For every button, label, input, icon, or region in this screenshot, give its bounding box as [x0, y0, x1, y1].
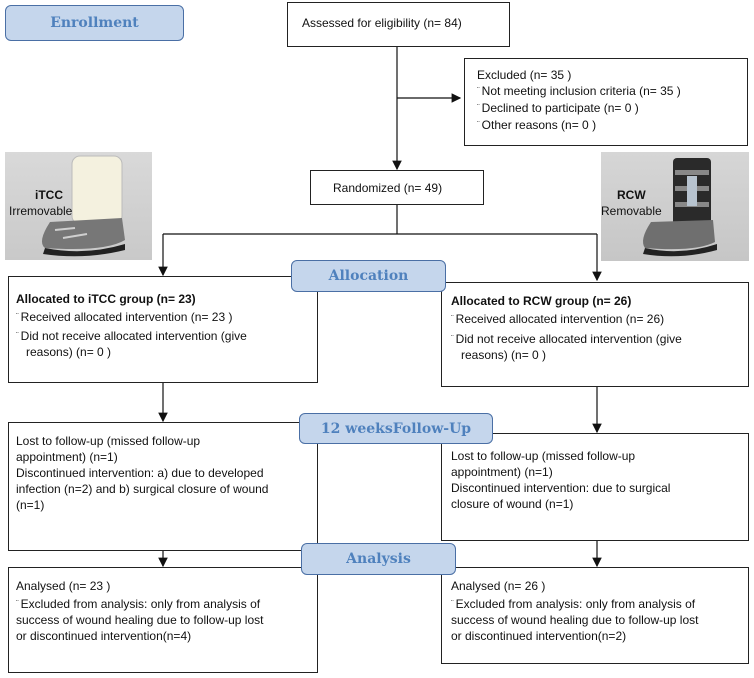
analysis-left-excluded-cont: success of wound healing due to follow-u…: [16, 613, 264, 627]
analysis-left-excluded: ¨Excluded from analysis: only from analy…: [16, 597, 261, 611]
rcw-type: Removable: [601, 204, 662, 218]
followup-left-box: Lost to follow-up (missed follow-up appo…: [8, 422, 318, 551]
alloc-right-received: ¨Received allocated intervention (n= 26): [451, 312, 665, 326]
enrollment-header: Enrollment: [5, 5, 184, 41]
analysis-right-excluded-cont: success of wound healing due to follow-u…: [451, 613, 699, 627]
followup-left-line: appointment) (n=1): [16, 450, 118, 464]
excluded-item: ¨Declined to participate (n= 0 ): [477, 101, 639, 115]
followup-right-line: Discontinued intervention: due to surgic…: [451, 481, 671, 495]
followup-right-line: appointment) (n=1): [451, 465, 553, 479]
allocation-left-box: Allocated to iTCC group (n= 23) ¨Receive…: [8, 276, 318, 383]
analysis-right-box: Analysed (n= 26 ) ¨Excluded from analysi…: [441, 567, 749, 664]
analysis-left-excluded-cont: or discontinued intervention(n=4): [16, 629, 192, 643]
alloc-left-not-received-cont: reasons) (n= 0 ): [26, 345, 112, 359]
followup-left-line: Lost to follow-up (missed follow-up: [16, 434, 201, 448]
analysis-header: Analysis: [301, 543, 456, 575]
analysis-right-analysed: Analysed (n= 26 ): [451, 579, 546, 593]
followup-header: 12 weeksFollow-Up: [299, 413, 493, 444]
followup-right-box: Lost to follow-up (missed follow-up appo…: [441, 433, 749, 541]
followup-right-line: closure of wound (n=1): [451, 497, 574, 511]
analysis-right-excluded: ¨Excluded from analysis: only from analy…: [451, 597, 696, 611]
followup-right-line: Lost to follow-up (missed follow-up: [451, 449, 636, 463]
itcc-name: iTCC: [35, 188, 63, 202]
followup-left-line: Discontinued intervention: a) due to dev…: [16, 466, 264, 480]
alloc-left-received: ¨Received allocated intervention (n= 23 …: [16, 310, 233, 324]
rcw-device-photo: RCW Removable: [601, 152, 749, 261]
itcc-type: Irremovable: [9, 204, 73, 218]
allocation-right-box: Allocated to RCW group (n= 26) ¨Received…: [441, 282, 749, 387]
alloc-left-not-received: ¨Did not receive allocated intervention …: [16, 329, 247, 343]
excluded-title: Excluded (n= 35 ): [477, 68, 572, 82]
itcc-boot-illustration: [41, 155, 126, 257]
assessed-text: Assessed for eligibility (n= 84): [302, 16, 462, 30]
allocation-header: Allocation: [291, 260, 446, 292]
rcw-name: RCW: [617, 188, 646, 202]
alloc-left-title: Allocated to iTCC group (n= 23): [16, 292, 196, 306]
analysis-right-excluded-cont: or discontinued intervention(n=2): [451, 629, 627, 643]
alloc-right-not-received-cont: reasons) (n= 0 ): [461, 348, 547, 362]
followup-left-line: (n=1): [16, 498, 45, 512]
excluded-box: Excluded (n= 35 ) ¨Not meeting inclusion…: [464, 58, 748, 146]
analysis-left-box: Analysed (n= 23 ) ¨Excluded from analysi…: [8, 567, 318, 673]
excluded-item: ¨Not meeting inclusion criteria (n= 35 ): [477, 84, 681, 98]
excluded-item: ¨Other reasons (n= 0 ): [477, 118, 597, 132]
followup-left-line: infection (n=2) and b) surgical closure …: [16, 482, 269, 496]
randomized-text: Randomized (n= 49): [333, 181, 443, 195]
rcw-boot-illustration: [643, 158, 717, 257]
alloc-right-not-received: ¨Did not receive allocated intervention …: [451, 332, 682, 346]
analysis-left-analysed: Analysed (n= 23 ): [16, 579, 111, 593]
assessed-box: Assessed for eligibility (n= 84): [287, 2, 510, 47]
alloc-right-title: Allocated to RCW group (n= 26): [451, 294, 632, 308]
randomized-box: Randomized (n= 49): [310, 170, 484, 205]
itcc-device-photo: iTCC Irremovable: [5, 152, 152, 260]
